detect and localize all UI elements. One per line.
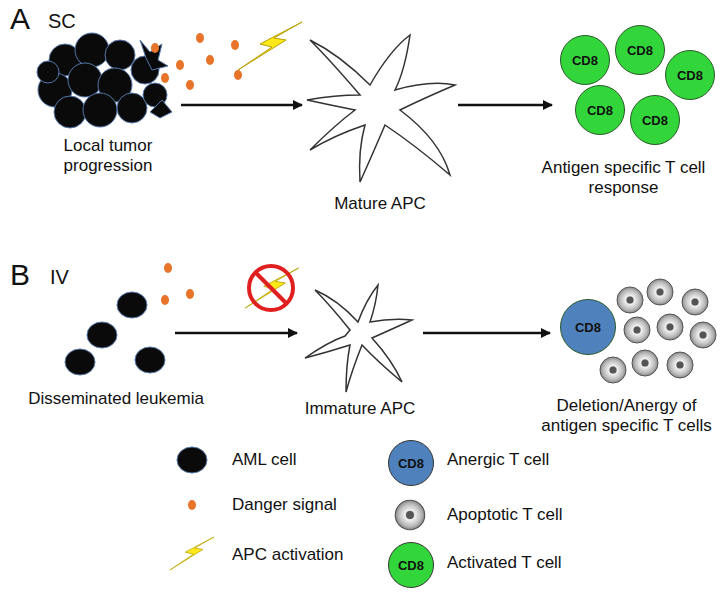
danger-signals	[151, 33, 242, 305]
route-label: SC	[48, 10, 76, 33]
legend-swatch: CD8	[388, 542, 434, 588]
node-caption: Antigen specific T cell response	[534, 158, 714, 198]
swatch-label: CD8	[398, 456, 424, 471]
prohibition-sign	[249, 266, 293, 310]
legend-text: Danger signal	[232, 495, 337, 515]
t-cell-group: Deletion/Anergy of antigen specific T ce…	[553, 280, 720, 390]
flow-arrow	[458, 104, 552, 107]
panel-letter: A	[10, 2, 30, 36]
legend-text: Activated T cell	[447, 553, 562, 573]
legend-text: AML cell	[232, 450, 297, 470]
aml-cells	[65, 292, 165, 375]
activated-t-cell: CD8	[575, 85, 625, 135]
tumor-cluster	[37, 33, 172, 128]
activated-t-cell: CD8	[630, 95, 680, 145]
apoptotic-cells	[600, 279, 716, 383]
cell-label: CD8	[677, 68, 703, 83]
node-caption: Mature APC	[305, 194, 455, 214]
route-label: IV	[50, 266, 69, 289]
swatch-label: CD8	[398, 558, 424, 573]
activated-t-cell: CD8	[560, 35, 610, 85]
immature-apc	[305, 285, 412, 392]
flow-arrow	[423, 332, 550, 335]
legend-text: APC activation	[232, 545, 344, 565]
activated-t-cell: CD8	[665, 50, 715, 100]
leukemia-node: Disseminated leukemia	[60, 283, 172, 383]
node-caption: Local tumor progression	[33, 136, 183, 176]
panel-letter: B	[10, 258, 30, 292]
t-cell-group: Antigen specific T cell responseCD8CD8CD…	[555, 22, 720, 152]
cell-label: CD8	[587, 103, 613, 118]
apc-node: Mature APC	[305, 28, 455, 188]
flow-arrow	[181, 104, 302, 107]
mature-apc	[307, 35, 455, 182]
cell-label: CD8	[642, 113, 668, 128]
activated-t-cell: CD8	[615, 25, 665, 75]
flow-arrow	[175, 332, 297, 335]
tumor-cluster-node: Local tumor progression	[38, 35, 178, 130]
anergic-t-cell: CD8	[560, 299, 616, 355]
cell-label: CD8	[575, 320, 601, 335]
legend-text: Anergic T cell	[447, 450, 549, 470]
apc-activation-bolt	[238, 22, 302, 70]
legend-swatch: CD8	[388, 440, 434, 486]
cell-label: CD8	[627, 43, 653, 58]
node-caption: Disseminated leukemia	[16, 389, 216, 409]
node-caption: Deletion/Anergy of antigen specific T ce…	[532, 396, 722, 436]
legend-symbols	[170, 447, 425, 570]
cell-label: CD8	[572, 53, 598, 68]
legend-text: Apoptotic T cell	[447, 505, 563, 525]
node-caption: Immature APC	[280, 399, 440, 419]
apc-node: Immature APC	[300, 278, 420, 393]
